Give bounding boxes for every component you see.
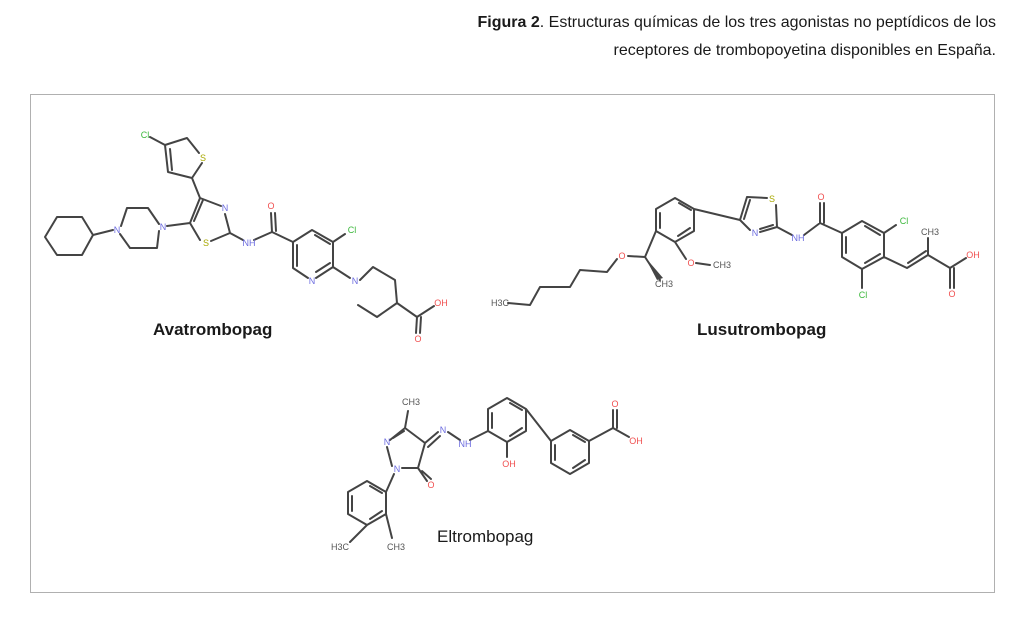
- figure-frame: [30, 94, 995, 593]
- atom-label: OH: [434, 298, 448, 308]
- atom-label: N: [440, 425, 447, 435]
- atom-label: S: [769, 194, 775, 204]
- atom-label: H3C: [491, 298, 510, 308]
- atom-label: CH3: [921, 227, 939, 237]
- atom-label: Cl: [900, 216, 909, 226]
- atom-label: O: [817, 192, 824, 202]
- compound-name-avatrombopag: Avatrombopag: [153, 320, 273, 339]
- atom-label: N: [222, 203, 229, 213]
- atom-label: S: [200, 153, 206, 163]
- atom-label: N: [309, 276, 316, 286]
- figure-caption: Figura 2. Estructuras químicas de los tr…: [316, 9, 996, 65]
- atom-label: Cl: [348, 225, 357, 235]
- atom-label: OH: [966, 250, 980, 260]
- atom-label: O: [427, 480, 434, 490]
- atom-label: O: [267, 201, 274, 211]
- atom-label: CH3: [655, 279, 673, 289]
- figure-label: Figura 2: [477, 14, 540, 31]
- compound-name-lusutrombopag: Lusutrombopag: [697, 320, 827, 339]
- atom-label: CH3: [402, 397, 420, 407]
- atom-label: Cl: [141, 130, 150, 140]
- atom-label: N: [394, 464, 401, 474]
- atom-label: CH3: [387, 542, 405, 552]
- atom-label: O: [611, 399, 618, 409]
- atom-label: CH3: [713, 260, 731, 270]
- atom-label: N: [384, 437, 391, 447]
- atom-label: OH: [629, 436, 643, 446]
- caption-text-line2: receptores de trombopoyetina disponibles…: [613, 42, 996, 59]
- atom-label: NH: [459, 439, 472, 449]
- atom-label: N: [160, 222, 167, 232]
- eltrombopag-structure: CH3 N N O N NH OH O OH H3C CH3: [331, 397, 643, 552]
- atom-label: N: [752, 228, 759, 238]
- atom-label: NH: [243, 238, 256, 248]
- atom-label: NH: [792, 233, 805, 243]
- compound-name-eltrombopag: Eltrombopag: [437, 527, 534, 546]
- atom-label: O: [687, 258, 694, 268]
- atom-label: H3C: [331, 542, 350, 552]
- lusutrombopag-structure: H3C O CH3 O CH3 S N NH O Cl Cl CH3 OH O: [491, 192, 980, 308]
- atom-label: O: [414, 334, 421, 344]
- atom-label: S: [203, 238, 209, 248]
- atom-label: OH: [502, 459, 516, 469]
- atom-label: Cl: [859, 290, 868, 300]
- caption-text-line1: . Estructuras químicas de los tres agoni…: [539, 14, 996, 31]
- atom-label: N: [114, 225, 121, 235]
- atom-label: N: [352, 276, 359, 286]
- avatrombopag-structure: Cl S N S N N NH O Cl N N OH O: [44, 130, 448, 344]
- atom-label: O: [618, 251, 625, 261]
- atom-label: O: [948, 289, 955, 299]
